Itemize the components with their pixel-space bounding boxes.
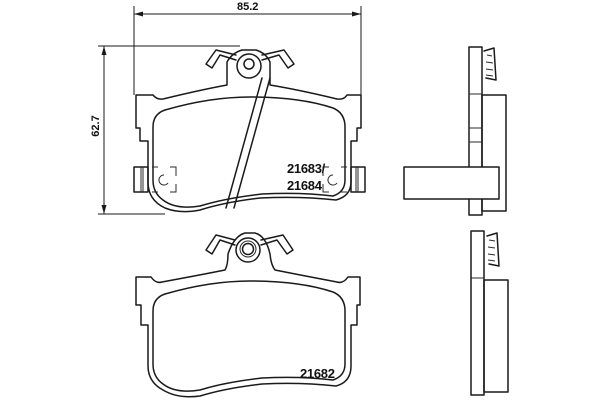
upper-pad-part-number-1: 21683/ xyxy=(287,161,325,176)
width-dimension xyxy=(133,6,362,95)
upper-pad-part-number-2: 21684 xyxy=(287,178,322,193)
width-dimension-label: 85.2 xyxy=(237,1,259,13)
lower-pad-part-number: 21682 xyxy=(300,366,335,381)
height-dimension-label: 62.7 xyxy=(90,115,102,137)
height-dimension xyxy=(98,45,240,215)
upper-pad-front-view xyxy=(133,49,366,213)
lower-pad-front-view xyxy=(135,232,361,398)
lower-pad-side-view xyxy=(470,230,509,396)
upper-pad-side-view xyxy=(403,46,507,216)
